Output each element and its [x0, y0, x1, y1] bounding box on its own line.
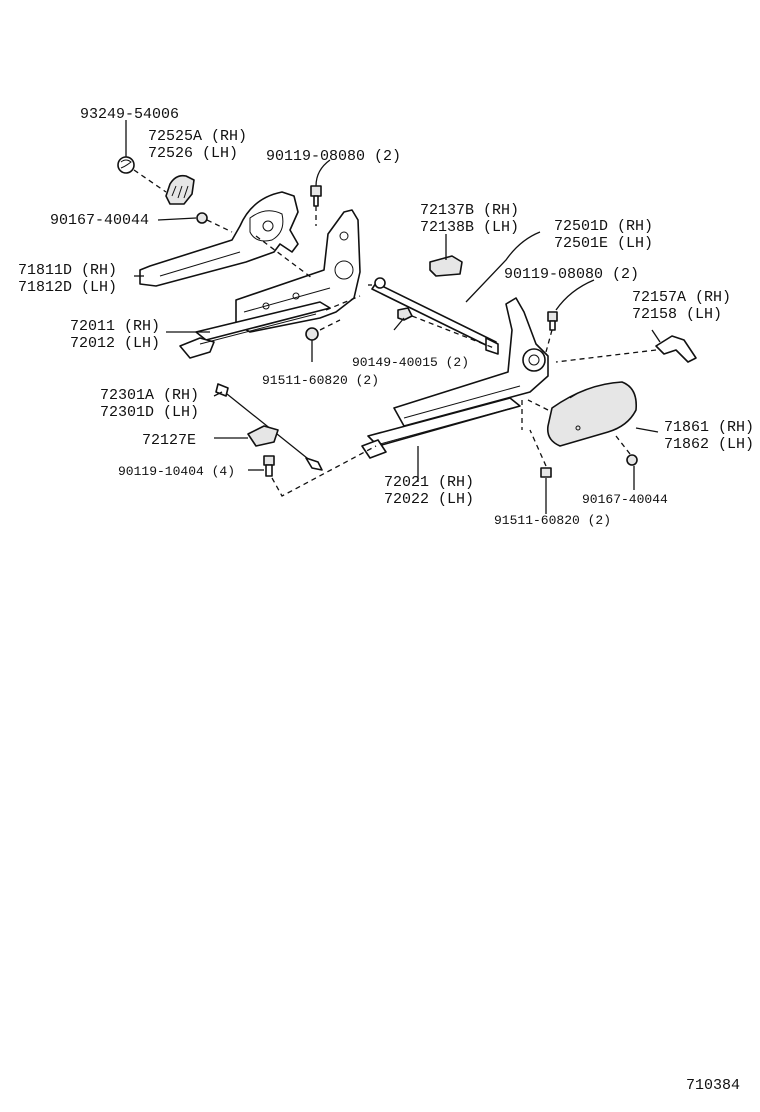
screw-part — [196, 212, 208, 224]
label-71811d-rh: 71811D (RH) — [18, 262, 117, 279]
label-90167-40044-right: 90167-40044 — [582, 492, 668, 507]
label-72022-lh: 72022 (LH) — [384, 491, 474, 508]
nut-part — [397, 307, 413, 321]
label-72127e: 72127E — [142, 432, 196, 449]
bolt-part-right — [547, 311, 558, 331]
label-71812d-lh: 71812D (LH) — [18, 279, 117, 296]
side-cover-part — [546, 381, 638, 447]
label-72138b-lh: 72138B (LH) — [420, 219, 519, 236]
recliner-cover-part — [139, 191, 299, 287]
small-bracket-part — [429, 255, 463, 277]
screw-part-right — [626, 454, 638, 466]
label-72525a-rh: 72525A (RH) — [148, 128, 247, 145]
label-72501e-lh: 72501E (LH) — [554, 235, 653, 252]
label-71862-lh: 71862 (LH) — [664, 436, 754, 453]
right-slide-rail-part — [361, 397, 521, 459]
bolt-part-bottom — [540, 467, 552, 478]
label-72526-lh: 72526 (LH) — [148, 145, 238, 162]
lever-handle-part — [165, 174, 195, 205]
figure-id: 710384 — [686, 1077, 740, 1094]
label-71861-rh: 71861 (RH) — [664, 419, 754, 436]
label-90119-10404: 90119-10404 (4) — [118, 464, 235, 479]
clip-ring-part — [117, 156, 135, 174]
label-72012-lh: 72012 (LH) — [70, 335, 160, 352]
left-slide-rail-part — [179, 301, 331, 359]
cross-rod-part — [371, 277, 499, 355]
leader-lines — [125, 120, 661, 514]
bolt-part — [310, 185, 322, 207]
label-91511-60820-left: 91511-60820 (2) — [262, 373, 379, 388]
label-90149-40015: 90149-40015 (2) — [352, 355, 469, 370]
label-72301a-rh: 72301A (RH) — [100, 387, 199, 404]
hook-bracket-part — [655, 335, 697, 363]
cable-clip-part — [247, 425, 279, 447]
left-seat-frame-part — [235, 209, 361, 333]
label-91511-60820-bottom: 91511-60820 (2) — [494, 513, 611, 528]
label-72158-lh: 72158 (LH) — [632, 306, 722, 323]
label-72137b-rh: 72137B (RH) — [420, 202, 519, 219]
cable-part — [215, 383, 323, 471]
label-72011-rh: 72011 (RH) — [70, 318, 160, 335]
label-72021-rh: 72021 (RH) — [384, 474, 474, 491]
bolt-part-left — [305, 327, 319, 341]
label-93249-54006: 93249-54006 — [80, 106, 179, 123]
bolt-part-lower — [263, 455, 275, 477]
label-72501d-rh: 72501D (RH) — [554, 218, 653, 235]
label-72301d-lh: 72301D (LH) — [100, 404, 199, 421]
label-72157a-rh: 72157A (RH) — [632, 289, 731, 306]
label-90167-40044-left: 90167-40044 — [50, 212, 149, 229]
label-90119-08080-top: 90119-08080 (2) — [266, 148, 401, 165]
label-90119-08080-right: 90119-08080 (2) — [504, 266, 639, 283]
